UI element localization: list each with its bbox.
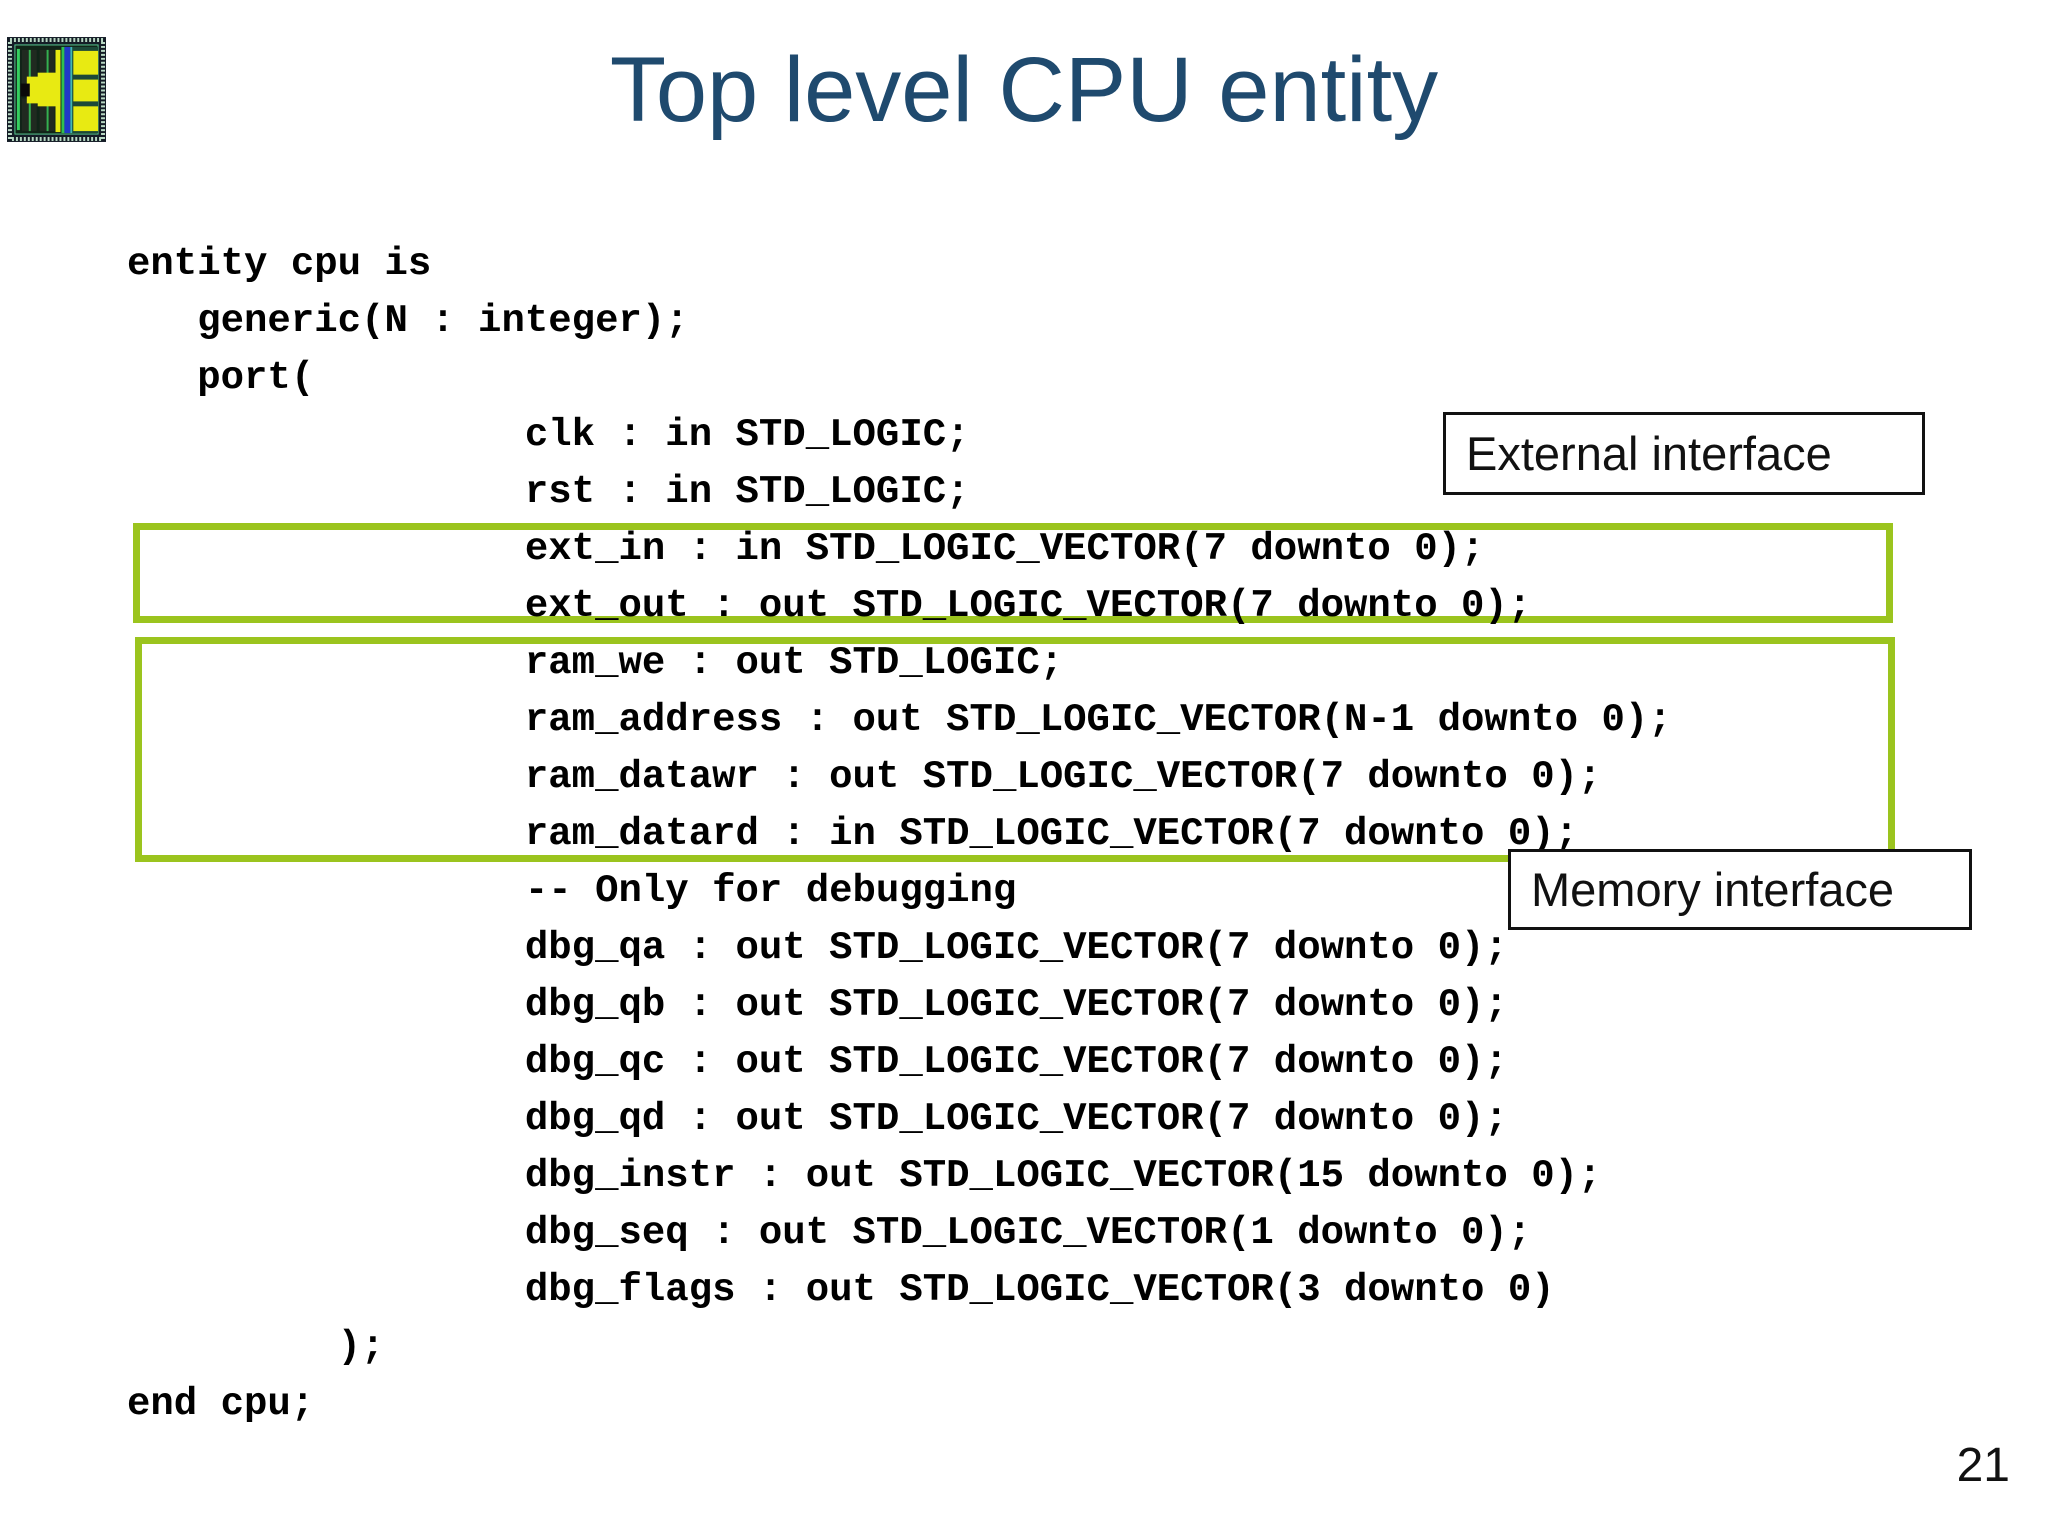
page-title: Top level CPU entity [609,39,1439,141]
code-line-ram-datawr: ram_datawr : out STD_LOGIC_VECTOR(7 down… [127,755,1602,799]
page-number: 21 [1956,1439,2010,1492]
code-line-dbg-instr: dbg_instr : out STD_LOGIC_VECTOR(15 down… [127,1154,1602,1198]
code-line-dbg-qd: dbg_qd : out STD_LOGIC_VECTOR(7 downto 0… [127,1097,1508,1141]
code-line-dbg-qa: dbg_qa : out STD_LOGIC_VECTOR(7 downto 0… [127,926,1508,970]
code-line-end: end cpu; [127,1382,315,1426]
memory-interface-label-text: Memory interface [1531,863,1895,916]
code-line-dbg-qc: dbg_qc : out STD_LOGIC_VECTOR(7 downto 0… [127,1040,1508,1084]
external-interface-label-text: External interface [1466,427,1832,480]
external-interface-label: External interface [1443,412,1925,495]
code-line-ram-datard: ram_datard : in STD_LOGIC_VECTOR(7 downt… [127,812,1579,856]
vhdl-code-block: entity cpu is generic(N : integer); port… [127,236,1672,1433]
code-line-ext-in: ext_in : in STD_LOGIC_VECTOR(7 downto 0)… [127,527,1485,571]
code-line-dbg-flags: dbg_flags : out STD_LOGIC_VECTOR(3 downt… [127,1268,1555,1312]
code-line-dbg-seq: dbg_seq : out STD_LOGIC_VECTOR(1 downto … [127,1211,1532,1255]
code-line-generic: generic(N : integer); [127,299,689,343]
code-line-clk: clk : in STD_LOGIC; [127,413,970,457]
memory-interface-highlight-box [135,637,1895,862]
code-line-rst: rst : in STD_LOGIC; [127,470,970,514]
code-line-ram-address: ram_address : out STD_LOGIC_VECTOR(N-1 d… [127,698,1672,742]
code-line-debug-comment: -- Only for debugging [127,869,1017,913]
code-line-close-paren: ); [127,1325,385,1369]
memory-interface-label: Memory interface [1508,849,1972,930]
code-line-port: port( [127,356,315,400]
code-line-ram-we: ram_we : out STD_LOGIC; [127,641,1064,685]
code-line-entity: entity cpu is [127,242,432,286]
code-line-dbg-qb: dbg_qb : out STD_LOGIC_VECTOR(7 downto 0… [127,983,1508,1027]
external-interface-highlight-box [133,523,1893,623]
cpu-die-icon [7,37,106,142]
code-line-ext-out: ext_out : out STD_LOGIC_VECTOR(7 downto … [127,584,1532,628]
